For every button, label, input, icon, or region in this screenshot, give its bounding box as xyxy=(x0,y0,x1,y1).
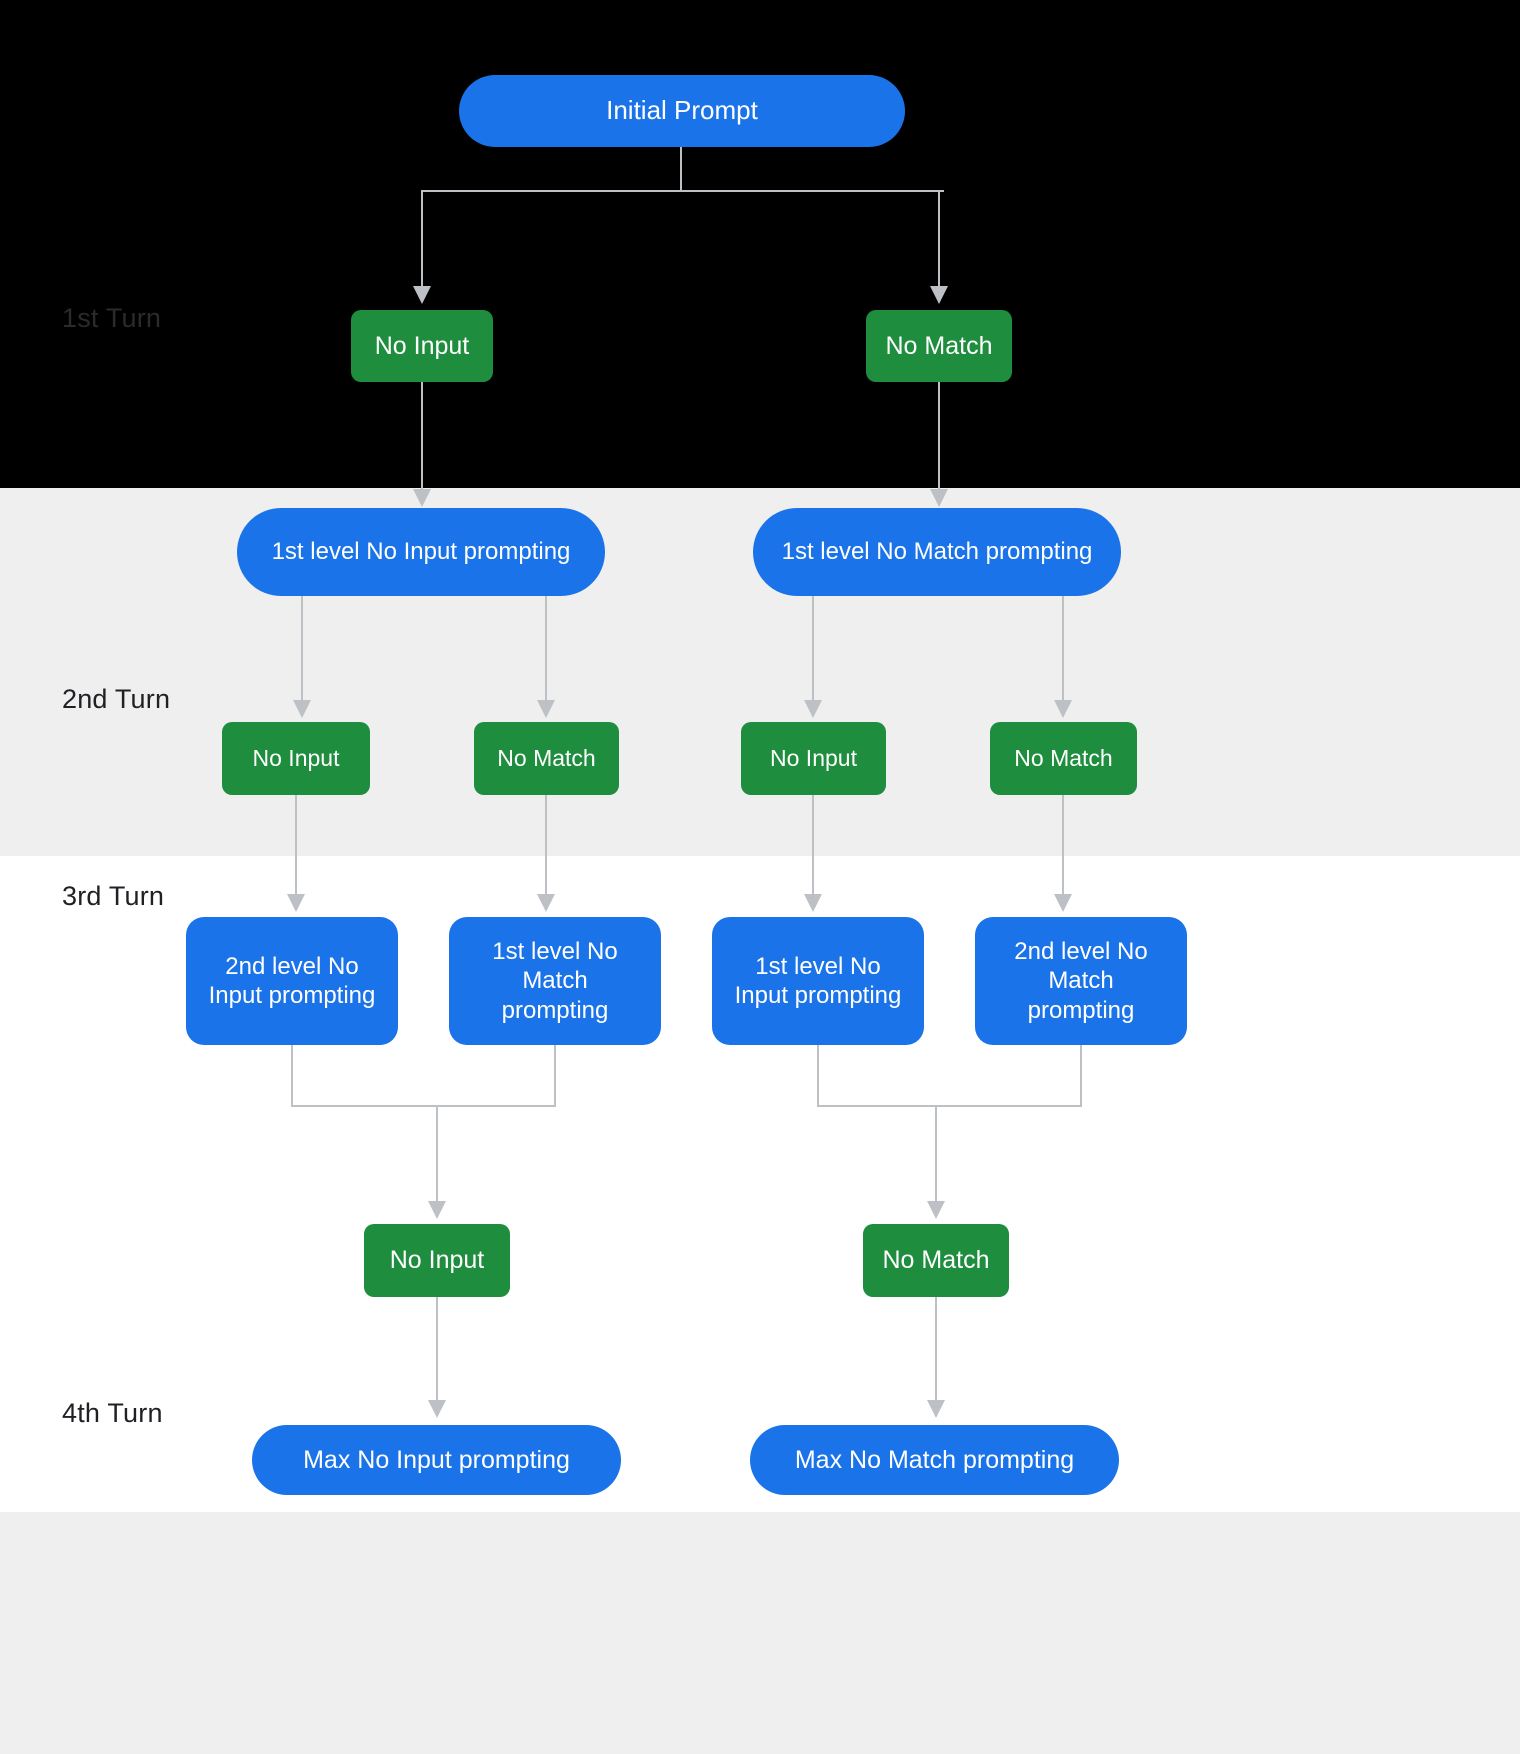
node-t2-no-input-b[interactable]: No Input xyxy=(741,722,886,795)
connector-t3nomatch-to-max xyxy=(935,1296,937,1406)
node-1st-level-no-input-prompting[interactable]: 1st level No Input prompting xyxy=(237,508,605,596)
arrowhead-p1nm-to-noinput xyxy=(804,700,822,718)
connector-bus-to-t3nomatch xyxy=(935,1105,937,1203)
connector-p3d-stub xyxy=(1080,1044,1082,1106)
arrowhead-t1nomatch-to-prompt xyxy=(930,489,948,507)
node-2nd-level-no-input-prompting[interactable]: 2nd level No Input prompting xyxy=(186,917,398,1045)
arrowhead-p1ni-to-nomatch xyxy=(537,700,555,718)
node-max-no-input-prompting[interactable]: Max No Input prompting xyxy=(252,1425,621,1495)
arrowhead-t3nomatch-to-max xyxy=(927,1400,945,1418)
node-2nd-level-no-match-prompting[interactable]: 2nd level No Match prompting xyxy=(975,917,1187,1045)
node-1st-level-no-match-prompting-t3[interactable]: 1st level No Match prompting xyxy=(449,917,661,1045)
connector-bus-to-t3noinput xyxy=(436,1105,438,1203)
node-t2-no-match-a[interactable]: No Match xyxy=(474,722,619,795)
arrowhead-t1noinput-to-prompt xyxy=(413,489,431,507)
connector-p3a-stub xyxy=(291,1044,293,1106)
connector-initial-stem xyxy=(680,146,682,192)
arrowhead-t3noinput-to-max xyxy=(428,1400,446,1418)
connector-t3noinput-to-max xyxy=(436,1296,438,1406)
node-t3-no-match[interactable]: No Match xyxy=(863,1224,1009,1297)
connector-initial-bar xyxy=(422,190,944,192)
arrowhead-t2ni-a-to-prompt xyxy=(287,894,305,912)
connector-p1ni-to-nomatch xyxy=(545,596,547,706)
connector-bus-no-input xyxy=(291,1105,556,1107)
connector-p3c-stub xyxy=(817,1044,819,1106)
node-max-no-match-prompting[interactable]: Max No Match prompting xyxy=(750,1425,1119,1495)
turn-label-2nd: 2nd Turn xyxy=(62,684,171,714)
connector-t2ni-a-to-prompt xyxy=(295,795,297,900)
node-t2-no-input-a[interactable]: No Input xyxy=(222,722,370,795)
node-initial-prompt[interactable]: Initial Prompt xyxy=(459,75,905,147)
node-1st-level-no-input-prompting-t3[interactable]: 1st level No Input prompting xyxy=(712,917,924,1045)
arrowhead-bus-to-t3noinput xyxy=(428,1201,446,1219)
connector-bus-no-match xyxy=(817,1105,1082,1107)
turn-band-1 xyxy=(0,0,1520,488)
connector-p1nm-to-noinput xyxy=(812,596,814,706)
arrowhead-bus-to-t3nomatch xyxy=(927,1201,945,1219)
node-1st-level-no-match-prompting[interactable]: 1st level No Match prompting xyxy=(753,508,1121,596)
connector-p1ni-to-noinput xyxy=(301,596,303,706)
connector-initial-to-nomatch xyxy=(938,190,940,288)
node-t1-no-input[interactable]: No Input xyxy=(351,310,493,382)
turn-label-3rd: 3rd Turn xyxy=(62,881,165,911)
node-t3-no-input[interactable]: No Input xyxy=(364,1224,510,1297)
connector-p1nm-to-nomatch xyxy=(1062,596,1064,706)
connector-t1noinput-to-prompt xyxy=(421,381,423,495)
arrowhead-p1ni-to-noinput xyxy=(293,700,311,718)
connector-t1nomatch-to-prompt xyxy=(938,381,940,495)
turn-band-4 xyxy=(0,1512,1520,1754)
arrowhead-t2nm-b-to-prompt xyxy=(1054,894,1072,912)
arrowhead-t2ni-b-to-prompt xyxy=(804,894,822,912)
turn-label-1st: 1st Turn xyxy=(62,303,162,333)
arrowhead-initial-to-nomatch xyxy=(930,286,948,304)
connector-t2nm-b-to-prompt xyxy=(1062,795,1064,900)
connector-t2ni-b-to-prompt xyxy=(812,795,814,900)
connector-p3b-stub xyxy=(554,1044,556,1106)
node-t1-no-match[interactable]: No Match xyxy=(866,310,1012,382)
arrowhead-t2nm-a-to-prompt xyxy=(537,894,555,912)
connector-t2nm-a-to-prompt xyxy=(545,795,547,900)
arrowhead-initial-to-noinput xyxy=(413,286,431,304)
turn-label-4th: 4th Turn xyxy=(62,1398,163,1428)
connector-initial-to-noinput xyxy=(421,190,423,288)
node-t2-no-match-b[interactable]: No Match xyxy=(990,722,1137,795)
arrowhead-p1nm-to-nomatch xyxy=(1054,700,1072,718)
